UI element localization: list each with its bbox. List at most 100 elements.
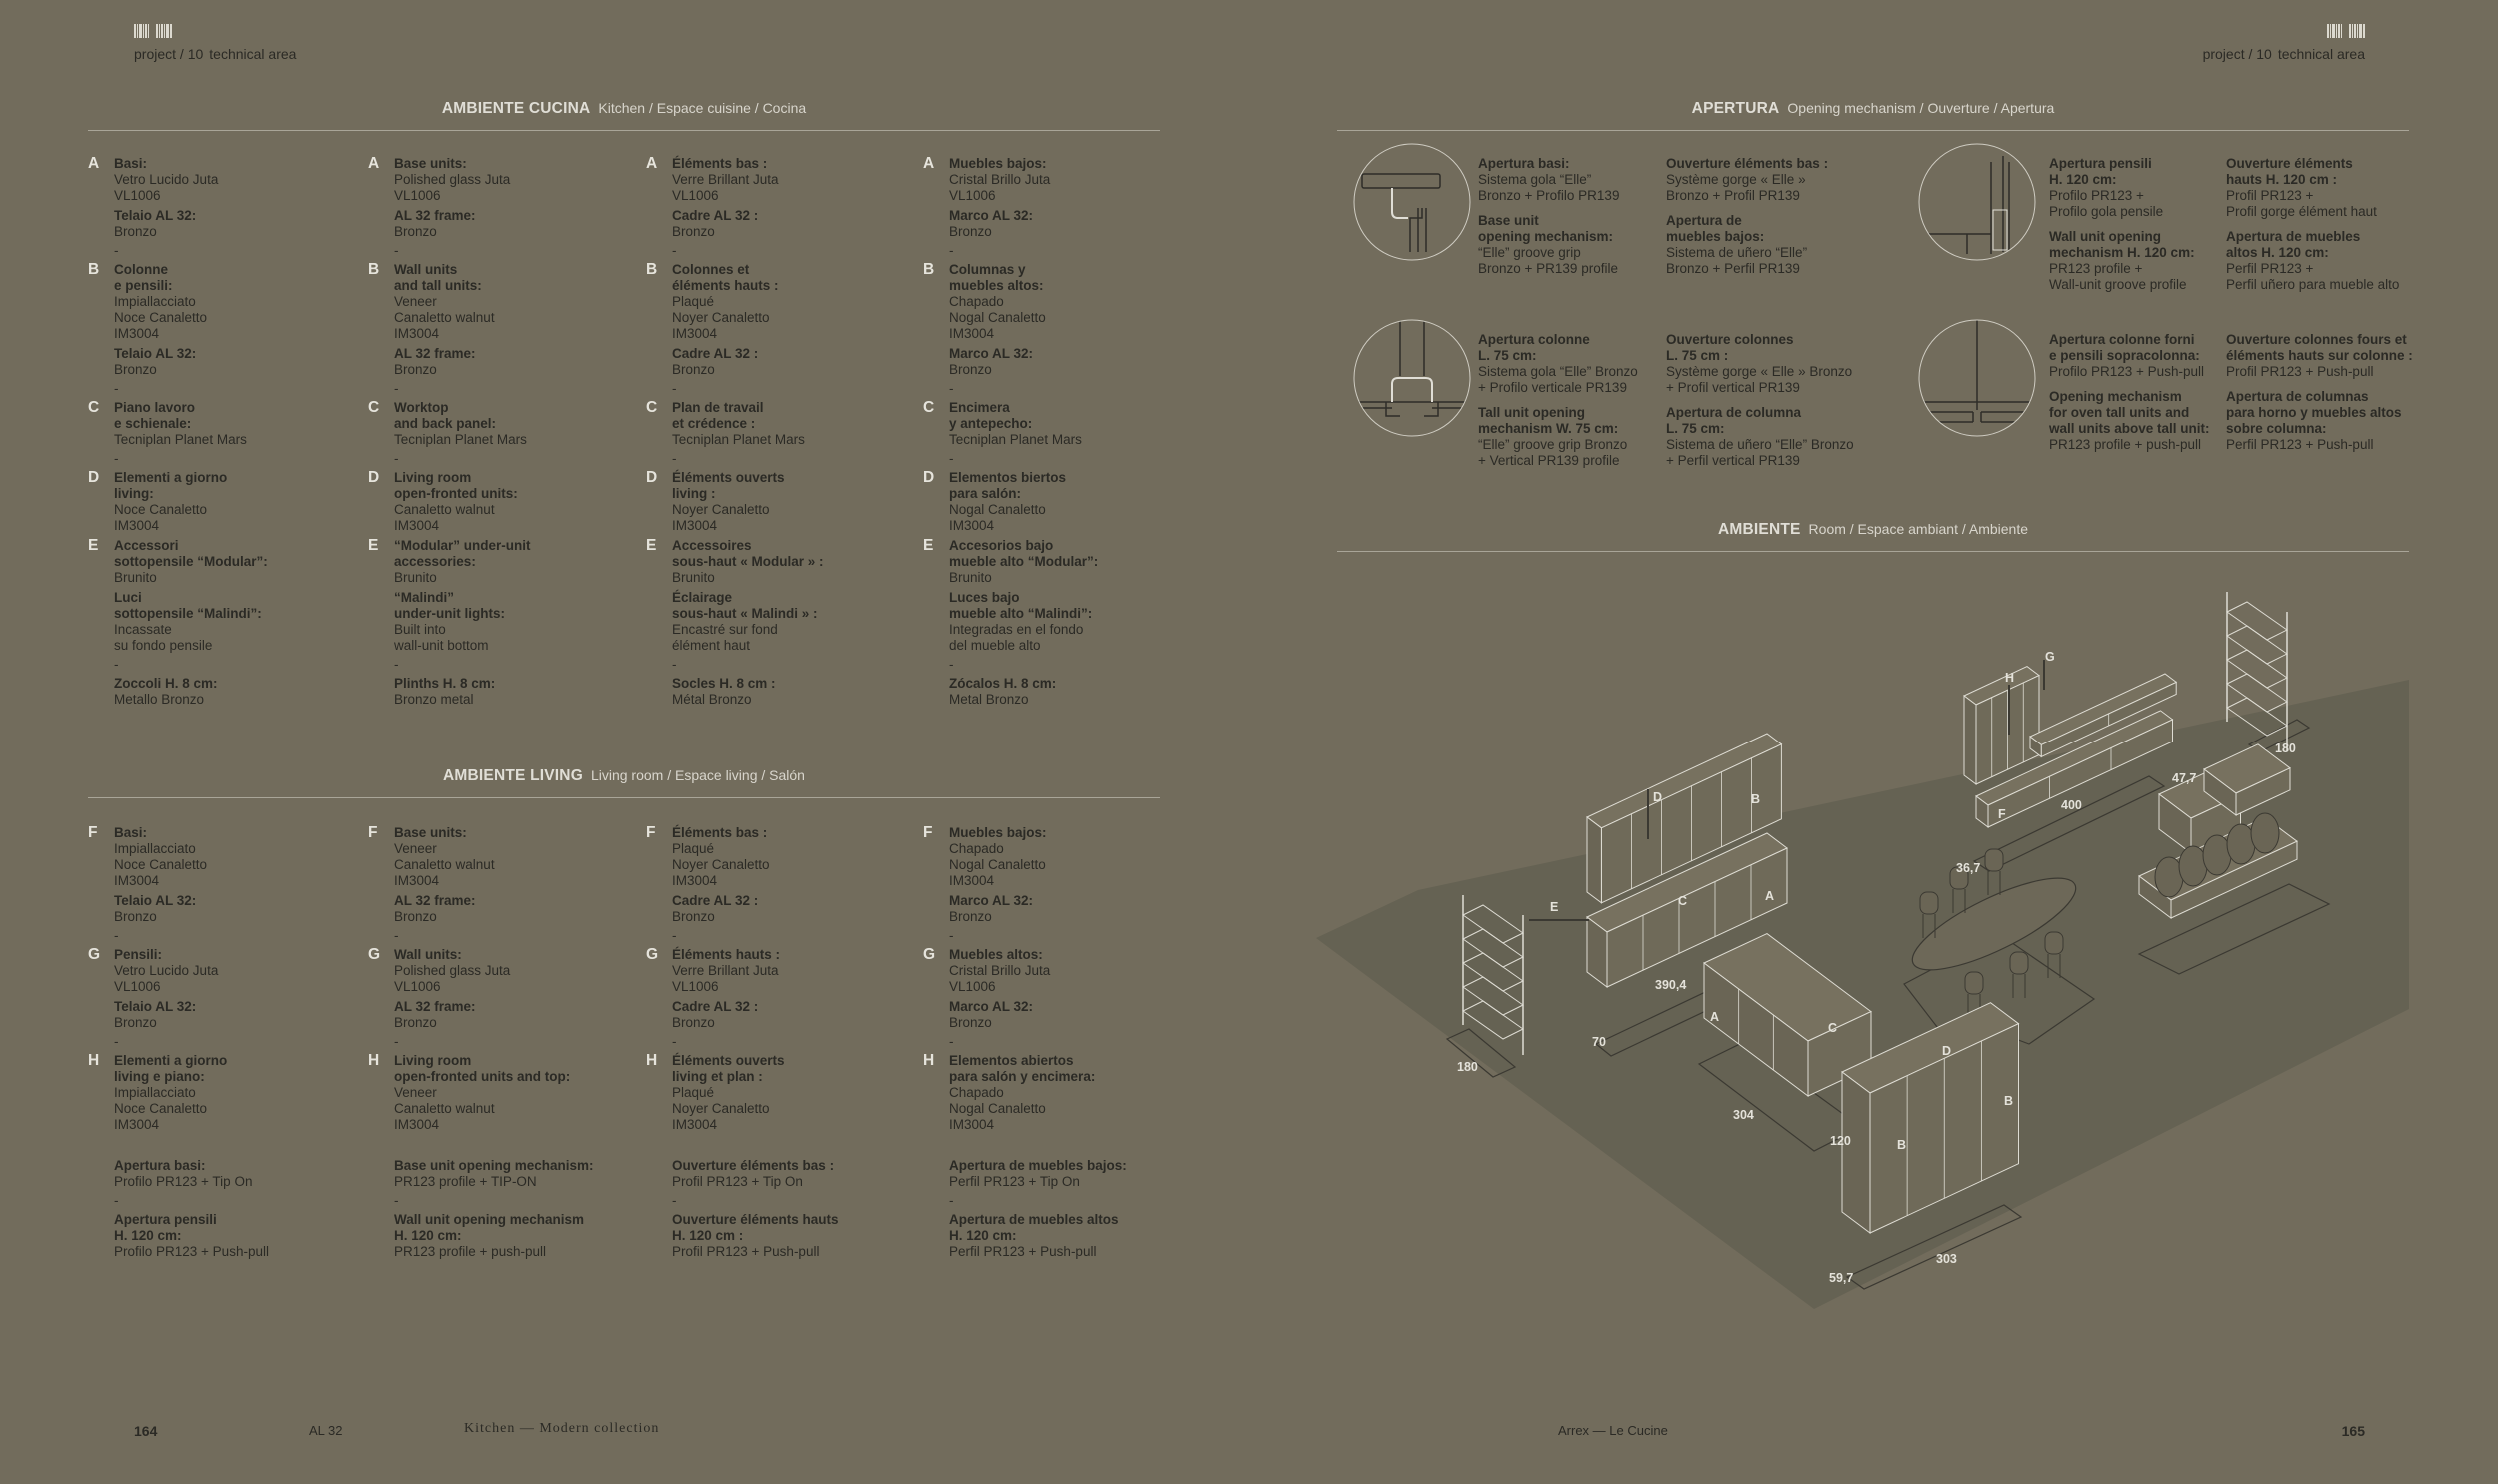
spec-value: IM3004 bbox=[394, 518, 440, 533]
item-letter-label: D bbox=[1653, 790, 1662, 804]
spec-value: Nogal Canaletto bbox=[949, 857, 1046, 872]
spec-label: living e piano: bbox=[114, 1069, 205, 1084]
item-letter: G bbox=[646, 946, 659, 963]
spec-value: Bronzo + Profil PR139 bbox=[1666, 188, 1800, 203]
spec-label: mechanism W. 75 cm: bbox=[1478, 421, 1619, 436]
spec-value: Integradas en el fondo bbox=[949, 622, 1084, 637]
wall-unit-profile-detail-icon bbox=[1917, 142, 2037, 267]
spec-label: Colonnes et bbox=[672, 262, 750, 277]
spec-label: Telaio AL 32: bbox=[114, 893, 197, 908]
separator-dash: - bbox=[114, 1193, 119, 1208]
item-letter: C bbox=[923, 399, 935, 416]
spec-label: Wall units bbox=[394, 262, 458, 277]
spec-value: Sistema de uñero “Elle” Bronzo bbox=[1666, 437, 1854, 452]
spec-value: Verre Brillant Juta bbox=[672, 172, 779, 187]
spec-value: Noce Canaletto bbox=[114, 310, 208, 325]
spec-label: muebles altos: bbox=[949, 278, 1044, 293]
spec-value: Profil PR123 + Tip On bbox=[672, 1174, 803, 1189]
barcode-icon bbox=[2203, 24, 2365, 38]
spec-label: Accessoires bbox=[672, 538, 752, 553]
spec-value: Noce Canaletto bbox=[114, 857, 208, 872]
spec-entry: Zócalos H. 8 cm:Metal Bronzo bbox=[923, 676, 1193, 708]
coffee-table-side bbox=[2158, 793, 2192, 854]
spec-value: PR123 profile + TIP-ON bbox=[394, 1174, 537, 1189]
spec-value: Chapado bbox=[949, 1085, 1004, 1100]
spec-label: Apertura de muebles bajos: bbox=[949, 1158, 1127, 1173]
spec-group: Cadre AL 32 :Bronzo bbox=[672, 999, 916, 1031]
spec-value: Plaqué bbox=[672, 294, 715, 309]
push-pull-detail-icon bbox=[1917, 318, 2037, 443]
spec-value: Brunito bbox=[672, 570, 715, 585]
dining-chair bbox=[1984, 848, 2004, 872]
spec-label: Wall unit opening bbox=[2049, 229, 2161, 244]
separator-dash: - bbox=[114, 243, 119, 258]
item-letter: F bbox=[88, 824, 98, 841]
dimension-label: 36,7 bbox=[1956, 861, 1980, 875]
spec-label: Ouverture colonnes bbox=[1666, 332, 1794, 347]
spec-label: opening mechanism: bbox=[1478, 229, 1614, 244]
spec-label: sous-haut « Malindi » : bbox=[672, 606, 818, 621]
spec-label: L. 75 cm : bbox=[1666, 348, 1729, 363]
spec-group: Telaio AL 32:Bronzo bbox=[114, 208, 358, 240]
spec-value: Chapado bbox=[949, 841, 1004, 856]
project-area: technical area bbox=[2277, 46, 2365, 62]
spec-label: Basi: bbox=[114, 825, 148, 840]
item-letter: D bbox=[88, 469, 100, 486]
dimension-footprint bbox=[2137, 883, 2331, 975]
item-letter-label: G bbox=[2045, 650, 2055, 664]
separator-dash: - bbox=[672, 928, 677, 943]
spec-value: del mueble alto bbox=[949, 638, 1041, 653]
spec-group: Cadre AL 32 :Bronzo bbox=[672, 208, 916, 240]
spec-label: sottopensile “Modular”: bbox=[114, 554, 268, 569]
spec-label: Living room bbox=[394, 470, 472, 485]
spec-label: Accessori bbox=[114, 538, 179, 553]
spec-group: Apertura basi:Profilo PR123 + Tip On bbox=[114, 1158, 358, 1190]
dining-chair bbox=[1964, 971, 1984, 995]
section-subheading: Kitchen / Espace cuisine / Cocina bbox=[598, 100, 807, 116]
item-letter: G bbox=[923, 946, 936, 963]
spec-label: para salón y encimera: bbox=[949, 1069, 1096, 1084]
spec-value: IM3004 bbox=[114, 518, 160, 533]
spec-label: mechanism H. 120 cm: bbox=[2049, 245, 2195, 260]
spec-label: Éléments ouverts bbox=[672, 1053, 785, 1068]
spec-label: y antepecho: bbox=[949, 416, 1033, 431]
footer-brand: Arrex — Le Cucine bbox=[1558, 1423, 1668, 1438]
spec-label: Apertura de columnas bbox=[2226, 389, 2369, 404]
item-letter: B bbox=[88, 261, 100, 278]
spec-label: Wall unit opening mechanism bbox=[394, 1212, 585, 1227]
separator-dash: - bbox=[114, 657, 119, 672]
spec-value: Bronzo metal bbox=[394, 692, 474, 707]
spec-label: Elementi a giorno bbox=[114, 1053, 228, 1068]
page-number-right: 165 bbox=[2341, 1423, 2365, 1439]
spec-value: Noyer Canaletto bbox=[672, 310, 770, 325]
item-letter: H bbox=[88, 1052, 100, 1069]
spec-value: Tecniplan Planet Mars bbox=[114, 432, 247, 447]
separator-dash: - bbox=[949, 381, 954, 396]
spec-value: Bronzo bbox=[394, 909, 437, 924]
spec-value: Bronzo bbox=[114, 1015, 157, 1030]
spec-label: H. 120 cm: bbox=[949, 1228, 1017, 1243]
living-open-units-side bbox=[1963, 695, 1977, 785]
spec-value: Perfil PR123 + bbox=[2226, 261, 2314, 276]
